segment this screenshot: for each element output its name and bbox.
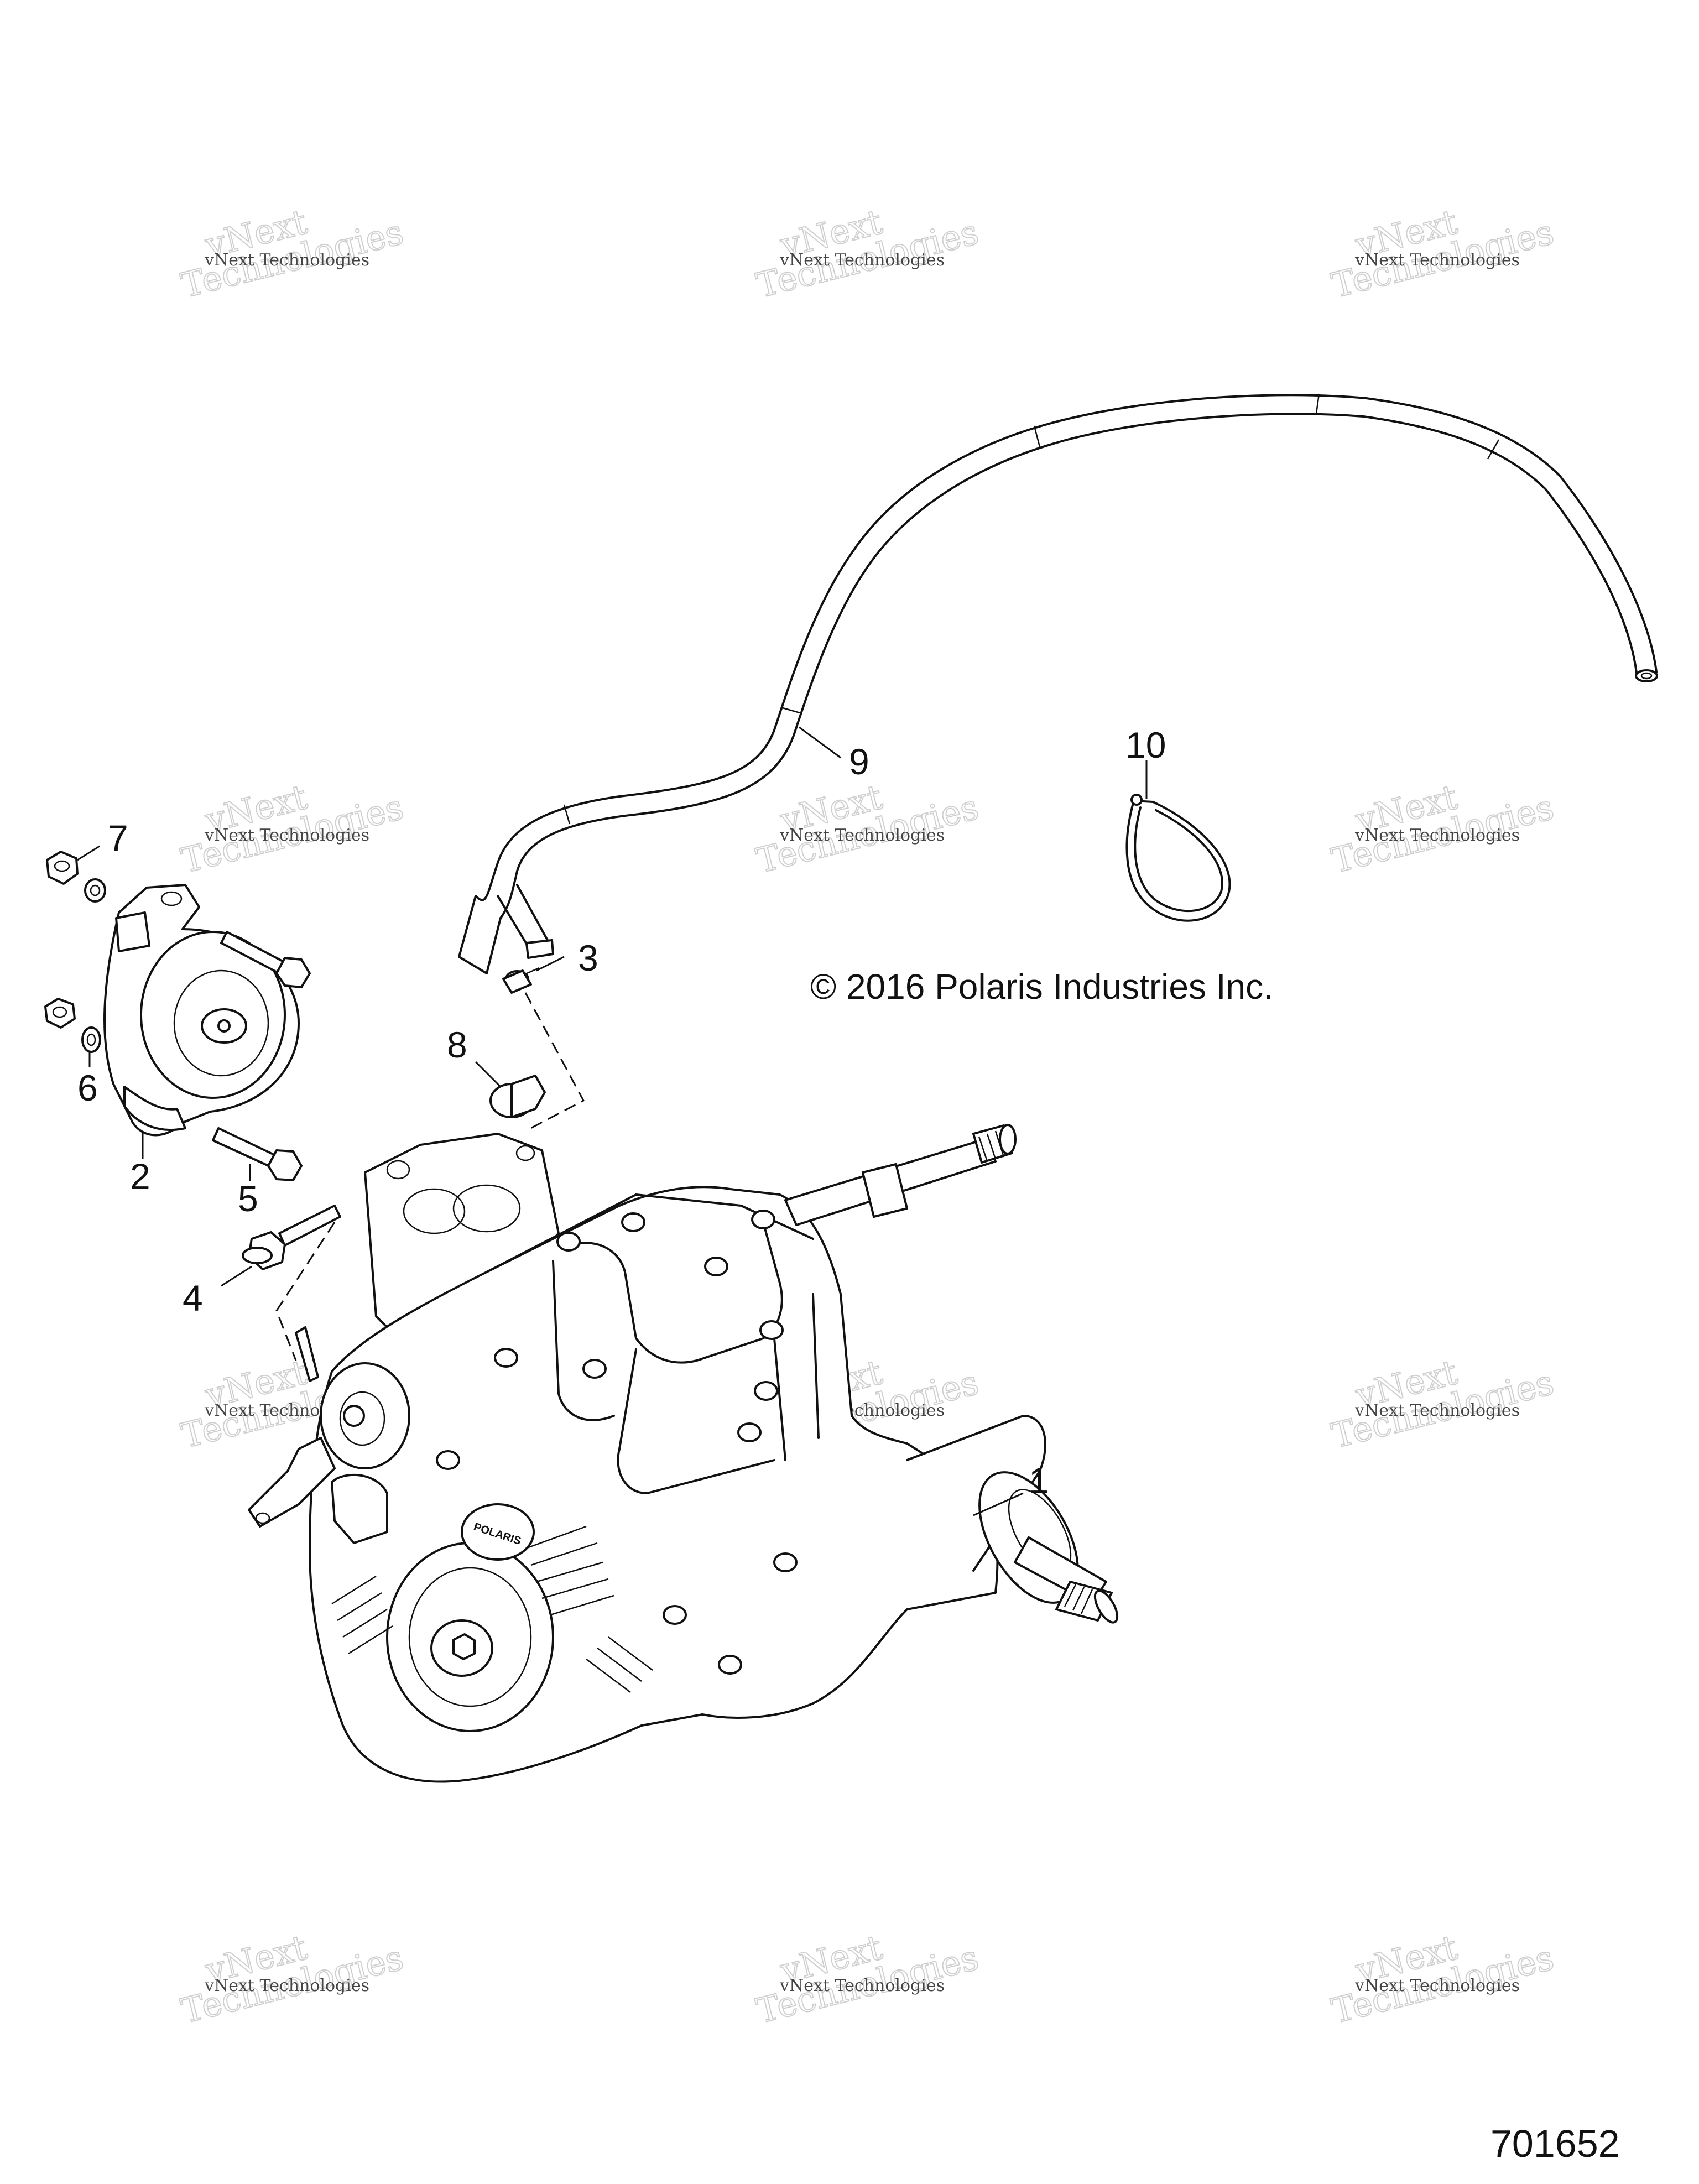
svg-text:vNext Technologies: vNext Technologies bbox=[779, 251, 945, 270]
leader-line-4 bbox=[221, 1265, 252, 1287]
watermark: Technologies vNext vNext Technologies bbox=[752, 1926, 983, 2032]
svg-text:vNext Technologies: vNext Technologies bbox=[779, 826, 945, 845]
housing-bolts bbox=[436, 1210, 798, 1675]
callout-label-6: 6 bbox=[77, 1067, 98, 1108]
svg-text:vNext Technologies: vNext Technologies bbox=[779, 1976, 945, 1995]
assembly-line-bolt bbox=[275, 1222, 336, 1361]
clamp-part-10 bbox=[1125, 794, 1231, 922]
plug-part-8 bbox=[489, 1075, 546, 1118]
watermark: Technologies vNext vNext Technologies bbox=[1327, 1926, 1558, 2032]
watermark: Technologies vNext vNext Technologies bbox=[176, 201, 408, 306]
assembly-line-hose bbox=[524, 992, 585, 1132]
transmission-part-1: POLARIS bbox=[248, 1124, 1119, 1783]
callout-label-5: 5 bbox=[238, 1178, 258, 1219]
bolt-upper bbox=[220, 931, 311, 988]
leader-line-7 bbox=[77, 845, 100, 861]
callout-label-4: 4 bbox=[183, 1278, 203, 1318]
svg-text:vNext Technologies: vNext Technologies bbox=[1354, 826, 1520, 845]
watermark: Technologies vNext vNext Technologies bbox=[752, 201, 983, 306]
bolt-part-4 bbox=[242, 1205, 341, 1270]
diagram-number: 701652 bbox=[1490, 2122, 1620, 2165]
watermark: Technologies vNext vNext Technologies bbox=[176, 1926, 408, 2032]
copyright-notice: © 2016 Polaris Industries Inc. bbox=[810, 967, 1273, 1007]
svg-text:vNext Technologies: vNext Technologies bbox=[1354, 1401, 1520, 1420]
callout-label-8: 8 bbox=[447, 1024, 467, 1065]
watermark: Technologies vNext vNext Technologies bbox=[1327, 776, 1558, 882]
leader-line-9 bbox=[799, 726, 841, 759]
callout-label-10: 10 bbox=[1125, 724, 1166, 765]
svg-text:vNext Technologies: vNext Technologies bbox=[204, 1976, 369, 1995]
leader-line-3 bbox=[536, 956, 565, 972]
callout-label-3: 3 bbox=[578, 937, 598, 978]
shift-sensor-part-2 bbox=[103, 884, 300, 1137]
callout-label-7: 7 bbox=[108, 817, 128, 858]
nut-washer-part-6 bbox=[44, 998, 101, 1053]
watermark: Technologies vNext vNext Technologies bbox=[752, 776, 983, 882]
flange-nut-part-7 bbox=[46, 851, 106, 903]
svg-text:vNext Technologies: vNext Technologies bbox=[1354, 1976, 1520, 1995]
leader-line-8 bbox=[475, 1061, 502, 1088]
watermark: Technologies vNext vNext Technologies bbox=[176, 776, 408, 882]
watermark: Technologies vNext vNext Technologies bbox=[1327, 1351, 1558, 1457]
vent-hose-part-9 bbox=[458, 393, 1658, 974]
callout-label-9: 9 bbox=[849, 741, 869, 782]
leader-line-1 bbox=[973, 1492, 1024, 1516]
callout-label-1: 1 bbox=[1029, 1460, 1049, 1501]
svg-text:vNext Technologies: vNext Technologies bbox=[204, 251, 369, 270]
callout-label-2: 2 bbox=[130, 1156, 150, 1197]
svg-text:vNext Technologies: vNext Technologies bbox=[1354, 251, 1520, 270]
hose-clamp-part-3 bbox=[502, 967, 540, 994]
bolt-part-5 bbox=[212, 1127, 303, 1181]
svg-text:vNext Technologies: vNext Technologies bbox=[204, 826, 369, 845]
watermark: Technologies vNext vNext Technologies bbox=[1327, 201, 1558, 306]
